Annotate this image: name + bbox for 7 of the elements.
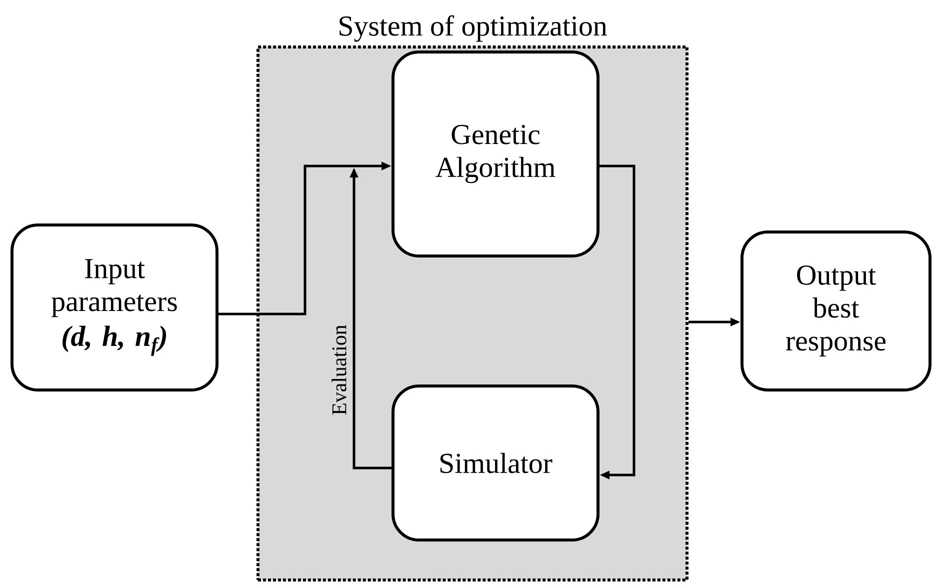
- group-title: System of optimization: [340, 15, 607, 42]
- arrow: [600, 164, 636, 480]
- process-box: Simulator: [392, 384, 600, 542]
- edge-label: Evaluation: [332, 324, 346, 415]
- process-box: Genetic Algorithm: [392, 50, 600, 258]
- process-box: Output best response: [740, 230, 932, 392]
- process-box: Input parameters (d, h, n$_{f}$): [10, 224, 218, 392]
